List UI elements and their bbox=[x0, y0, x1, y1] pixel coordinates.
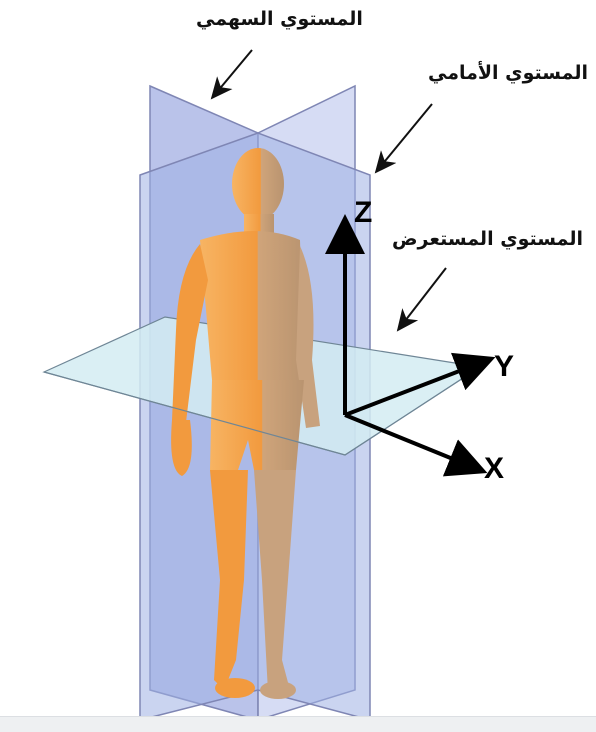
frontal-plane-label: المستوي الأمامي bbox=[428, 62, 588, 84]
bottom-strip bbox=[0, 716, 596, 732]
sagittal-label-arrow bbox=[212, 50, 252, 98]
x-axis-label: X bbox=[484, 452, 504, 486]
transverse-plane-label: المستوي المستعرض bbox=[392, 228, 583, 250]
z-axis-label: Z bbox=[354, 196, 372, 230]
transverse-label-arrow bbox=[398, 268, 446, 330]
y-axis-label: Y bbox=[494, 350, 514, 384]
sagittal-plane-label: المستوي السهمي bbox=[196, 8, 363, 30]
frontal-label-arrow bbox=[376, 104, 432, 172]
